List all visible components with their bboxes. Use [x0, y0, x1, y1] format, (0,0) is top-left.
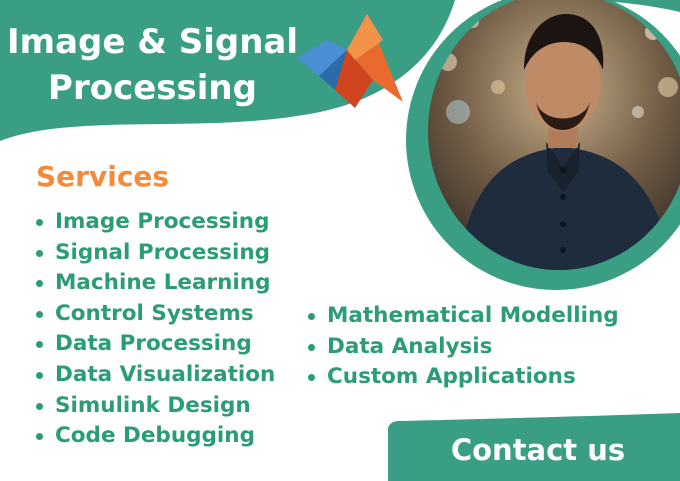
- service-item-label: Simulink Design: [55, 392, 251, 418]
- bullet-icon: [36, 249, 43, 257]
- bullet-icon: [36, 341, 43, 349]
- header-wave-band: [0, 0, 455, 141]
- service-item-label: Data Processing: [55, 331, 252, 357]
- service-item: Data Visualization: [36, 360, 275, 391]
- service-item-label: Image Processing: [55, 209, 270, 234]
- bullet-icon: [308, 313, 315, 320]
- bullet-icon: [36, 402, 43, 410]
- page-title-line-2: Processing: [48, 68, 257, 108]
- person-portrait: [428, 0, 680, 270]
- service-item: Mathematical Modelling: [308, 301, 619, 332]
- bullet-icon: [36, 371, 43, 379]
- services-list-right: Mathematical Modelling Data Analysis Cus…: [308, 301, 619, 393]
- service-item: Machine Learning: [36, 268, 275, 299]
- bullet-icon: [308, 374, 315, 382]
- service-item-label: Data Visualization: [55, 361, 276, 387]
- corner-accent: [590, 0, 680, 12]
- profile-photo: [428, 0, 680, 270]
- bullet-icon: [308, 343, 315, 351]
- contact-us-button[interactable]: Contact us: [396, 420, 680, 481]
- service-item: Custom Applications: [308, 362, 619, 393]
- page-title-line-1: Image & Signal: [6, 22, 299, 62]
- bullet-icon: [36, 310, 43, 318]
- service-item: Image Processing: [36, 207, 275, 238]
- service-item: Signal Processing: [36, 238, 275, 269]
- services-heading: Services: [36, 160, 170, 193]
- service-item-label: Code Debugging: [55, 423, 255, 449]
- service-item-label: Signal Processing: [55, 239, 271, 265]
- service-item: Control Systems: [36, 299, 275, 330]
- service-item-label: Custom Applications: [327, 364, 576, 390]
- service-item: Data Processing: [36, 329, 275, 360]
- service-item-label: Mathematical Modelling: [327, 303, 619, 328]
- bullet-icon: [36, 433, 43, 441]
- service-item-label: Data Analysis: [327, 333, 493, 359]
- bullet-icon: [36, 219, 43, 226]
- service-item: Data Analysis: [308, 332, 619, 363]
- bullet-icon: [36, 280, 43, 288]
- service-item-label: Machine Learning: [55, 270, 271, 296]
- service-item-label: Control Systems: [55, 300, 254, 326]
- service-item: Code Debugging: [36, 421, 275, 452]
- contact-band: [388, 413, 680, 481]
- services-list-left: Image Processing Signal Processing Machi…: [36, 207, 275, 452]
- matlab-logo-icon: [297, 14, 403, 108]
- service-item: Simulink Design: [36, 391, 275, 422]
